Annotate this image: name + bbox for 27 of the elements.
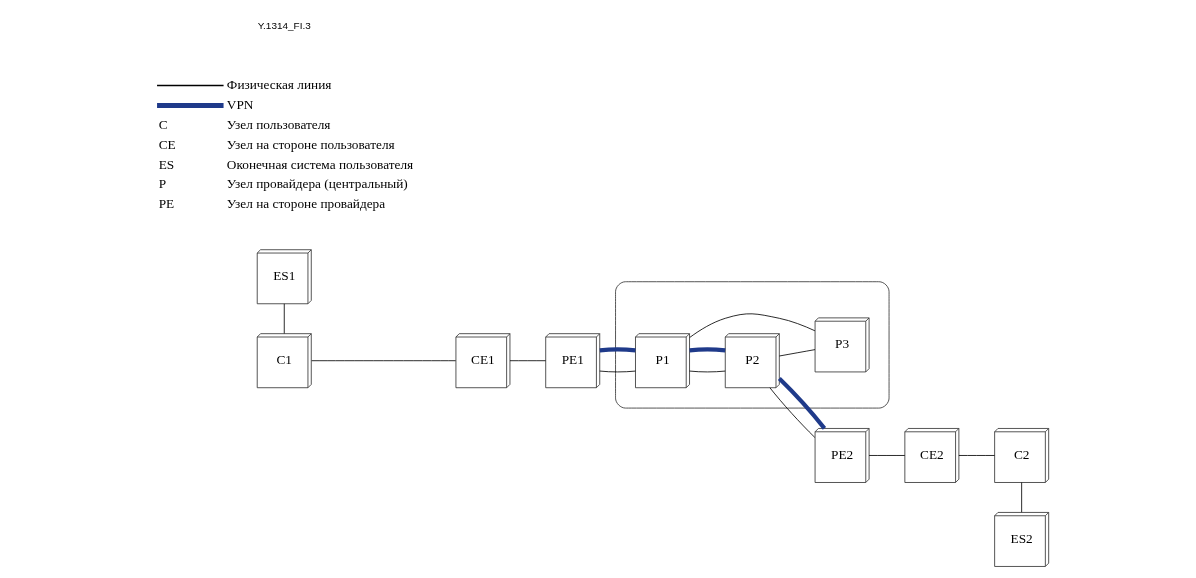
connector <box>777 377 826 430</box>
connector <box>778 349 815 357</box>
connector <box>283 303 285 334</box>
connector <box>1020 482 1022 513</box>
label: Оконечная система пользователя <box>226 156 413 172</box>
connector <box>598 370 636 373</box>
cluster <box>614 281 889 409</box>
connector <box>958 455 995 456</box>
connector <box>599 347 636 353</box>
label: C <box>158 116 168 132</box>
legend-label: Физическая линия <box>226 76 331 92</box>
label: Узел провайдера (центральный) <box>226 176 408 192</box>
label: P <box>158 176 166 192</box>
label: ES <box>158 156 174 172</box>
connector <box>688 370 726 373</box>
label: CE <box>158 136 176 152</box>
label: Узел на стороне пользователя <box>226 136 395 152</box>
connector <box>688 347 725 353</box>
label: Узел на стороне провайдера <box>226 196 385 212</box>
label: Узел пользователя <box>226 116 330 132</box>
label: PE <box>158 196 174 212</box>
label: Y.1314_FI.3 <box>257 20 311 32</box>
connector <box>769 387 815 438</box>
legend-label: VPN <box>226 96 253 112</box>
connector <box>509 360 546 362</box>
connector <box>310 360 456 362</box>
connector <box>868 455 905 456</box>
